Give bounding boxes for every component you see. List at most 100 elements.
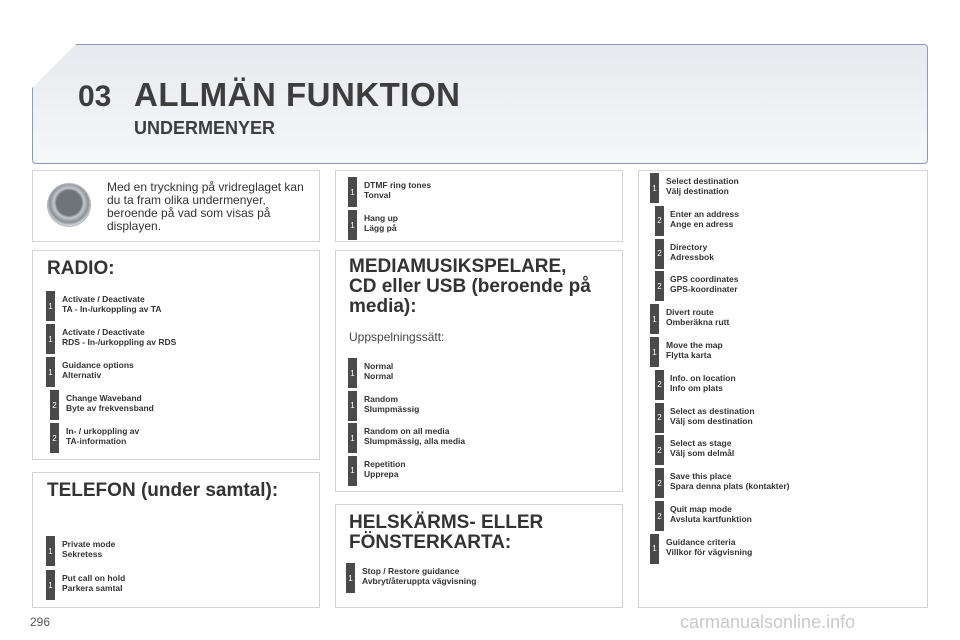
menu-entry-swedish: Slumpmässig, alla media bbox=[364, 436, 466, 446]
menu-entry-english: Save this place bbox=[670, 471, 732, 482]
menu-entry-english: Divert route bbox=[666, 307, 714, 318]
menu-entry-swedish: Parkera samtal bbox=[62, 583, 123, 593]
menu-entry-english: Select destination bbox=[666, 176, 739, 186]
media-title-line3: media): bbox=[349, 296, 417, 317]
menu-entry-english: Put call on hold bbox=[62, 573, 126, 583]
menu-level-badge: 1 bbox=[46, 536, 55, 566]
menu-entry-swedish: Byte av frekvensband bbox=[66, 403, 154, 413]
menu-entry-swedish: Adressbok bbox=[670, 251, 714, 262]
menu-entry-swedish: Flytta karta bbox=[666, 350, 712, 360]
menu-entry-swedish: Villkor för vägvisning bbox=[666, 546, 753, 557]
menu-entry-english: GPS coordinates bbox=[670, 274, 739, 285]
menu-entry-english: Guidance criteria bbox=[666, 536, 736, 547]
menu-entry-english: In- / urkoppling av bbox=[66, 426, 140, 436]
dtmf-panel bbox=[335, 170, 623, 242]
menu-entry-swedish: GPS-koordinater bbox=[670, 284, 738, 295]
telefon-title: TELEFON (under samtal): bbox=[47, 480, 279, 501]
radio-panel bbox=[32, 250, 320, 460]
menu-level-badge: 2 bbox=[50, 390, 59, 420]
menu-entry-swedish: Slumpmässig bbox=[364, 403, 420, 414]
menu-entry-english: Hang up bbox=[364, 213, 398, 223]
menu-entry-english: Activate / Deactivate bbox=[62, 327, 145, 337]
menu-level-badge: 1 bbox=[348, 455, 357, 486]
menu-entry-english: Select as destination bbox=[670, 405, 755, 416]
menu-level-badge: 2 bbox=[655, 205, 664, 236]
menu-entry-swedish: Alternativ bbox=[62, 370, 102, 380]
map-panel bbox=[638, 170, 928, 608]
menu-entry-swedish: Ange en adress bbox=[670, 218, 734, 229]
watermark: carmanualsonline.info bbox=[680, 612, 856, 632]
menu-level-badge: 1 bbox=[650, 304, 659, 335]
menu-level-badge: 1 bbox=[650, 337, 659, 367]
menu-entry-english: Guidance options bbox=[62, 360, 134, 370]
menu-level-badge: 1 bbox=[348, 177, 357, 207]
fullscreen-title-line2: FÖNSTERKARTA: bbox=[349, 532, 512, 553]
media-panel bbox=[335, 250, 623, 492]
menu-entry-swedish: TA - In-/urkoppling av TA bbox=[62, 304, 162, 314]
menu-entry-swedish: Normal bbox=[364, 371, 394, 381]
menu-level-badge: 1 bbox=[46, 357, 55, 387]
menu-entry-english: Directory bbox=[670, 241, 708, 252]
telefon-panel bbox=[32, 472, 320, 608]
menu-entry-swedish: Spara denna plats (kontakter) bbox=[670, 481, 790, 492]
menu-entry-swedish: Lägg på bbox=[364, 223, 397, 233]
chapter-header bbox=[32, 44, 928, 164]
menu-level-badge: 1 bbox=[46, 291, 55, 321]
menu-level-badge: 2 bbox=[655, 238, 664, 269]
menu-entry-swedish: Omberäkna rutt bbox=[666, 317, 730, 328]
menu-entry-english: Move the map bbox=[666, 340, 723, 350]
media-title-line2: CD eller USB (beroende på bbox=[349, 276, 591, 297]
menu-entry-swedish: Avsluta kartfunktion bbox=[670, 514, 752, 524]
menu-entry-swedish: Avbryt/återuppta vägvisning bbox=[362, 576, 477, 586]
menu-entry-swedish: Välj destination bbox=[666, 186, 729, 196]
fullscreen-title-line1: HELSKÄRMS- ELLER bbox=[349, 512, 544, 533]
menu-level-badge: 1 bbox=[650, 533, 659, 564]
menu-level-badge: 2 bbox=[655, 501, 664, 531]
menu-level-badge: 1 bbox=[348, 210, 357, 240]
menu-level-badge: 1 bbox=[348, 358, 357, 388]
menu-entry-english: Stop / Restore guidance bbox=[362, 566, 460, 576]
intro-text: Med en tryckning på vridreglaget kan du … bbox=[107, 180, 304, 233]
menu-entry-english: Enter an address bbox=[670, 208, 739, 219]
menu-entry-swedish: Välj som delmål bbox=[670, 448, 735, 459]
menu-level-badge: 2 bbox=[655, 271, 664, 302]
menu-entry-english: Select as stage bbox=[670, 438, 732, 449]
menu-level-badge: 1 bbox=[46, 570, 55, 600]
menu-level-badge: 2 bbox=[655, 435, 664, 466]
menu-entry-english: Normal bbox=[364, 361, 394, 371]
page-subtitle: UNDERMENYER bbox=[134, 118, 276, 138]
page-number: 296 bbox=[30, 615, 51, 629]
media-title-line1: MEDIAMUSIKSPELARE, bbox=[349, 256, 567, 277]
menu-level-badge: 1 bbox=[346, 563, 355, 593]
